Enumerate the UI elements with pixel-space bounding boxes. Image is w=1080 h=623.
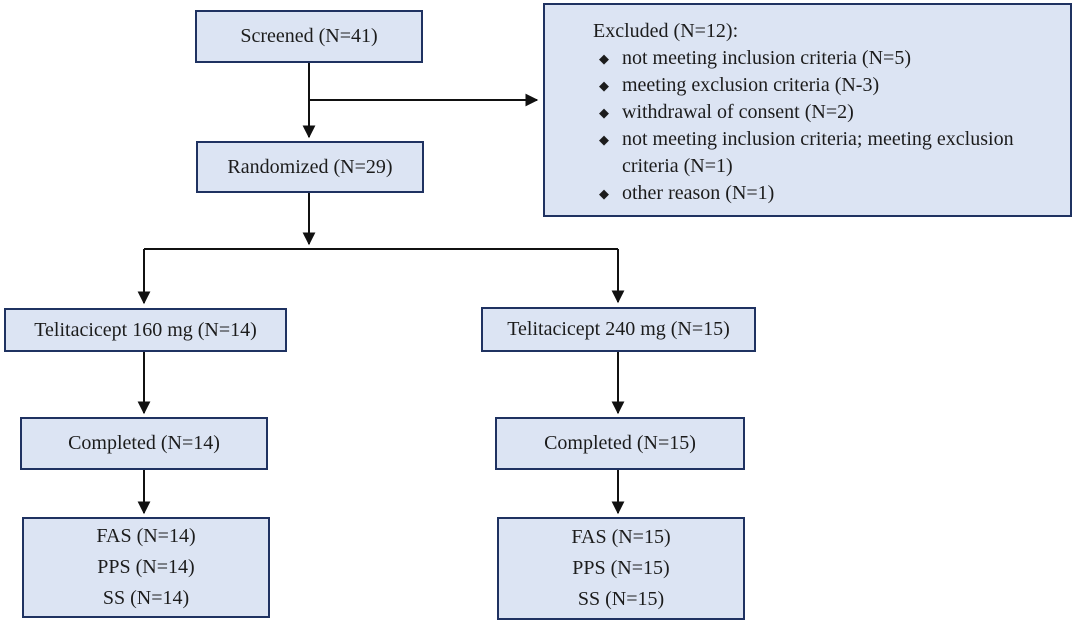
diamond-bullet-icon: ◆ [599, 51, 609, 66]
excluded-title: Excluded (N=12): [593, 20, 739, 42]
completed-160mg-box: Completed (N=14) [20, 417, 268, 470]
diamond-bullet-icon: ◆ [599, 78, 609, 93]
excluded-box: Excluded (N=12): ◆ not meeting inclusion… [543, 3, 1072, 217]
arm-240mg-box: Telitacicept 240 mg (N=15) [481, 307, 756, 352]
excluded-item: ◆ not meeting inclusion criteria; meetin… [593, 126, 1064, 180]
excluded-item-text: withdrawal of consent (N=2) [622, 101, 854, 123]
excluded-item: ◆ meeting exclusion criteria (N-3) [593, 72, 1064, 99]
analysis-sets-160mg-box: FAS (N=14) PPS (N=14) SS (N=14) [22, 517, 270, 618]
excluded-item: ◆ other reason (N=1) [593, 180, 1064, 207]
diamond-bullet-icon: ◆ [599, 105, 609, 120]
excluded-item: ◆ not meeting inclusion criteria (N=5) [593, 45, 1064, 72]
diamond-bullet-icon: ◆ [599, 132, 609, 147]
excluded-item: ◆ withdrawal of consent (N=2) [593, 99, 1064, 126]
excluded-item-text: not meeting inclusion criteria (N=5) [622, 47, 911, 69]
excluded-item-text: meeting exclusion criteria (N-3) [622, 74, 880, 96]
analysis-sets-240mg-box: FAS (N=15) PPS (N=15) SS (N=15) [497, 517, 745, 620]
excluded-item-text: not meeting inclusion criteria; meeting … [622, 128, 1014, 177]
excluded-item-text: other reason (N=1) [622, 182, 775, 204]
diamond-bullet-icon: ◆ [599, 186, 609, 201]
randomized-box: Randomized (N=29) [196, 141, 424, 193]
completed-240mg-box: Completed (N=15) [495, 417, 745, 470]
screened-box: Screened (N=41) [195, 10, 423, 63]
arm-160mg-box: Telitacicept 160 mg (N=14) [4, 308, 287, 352]
